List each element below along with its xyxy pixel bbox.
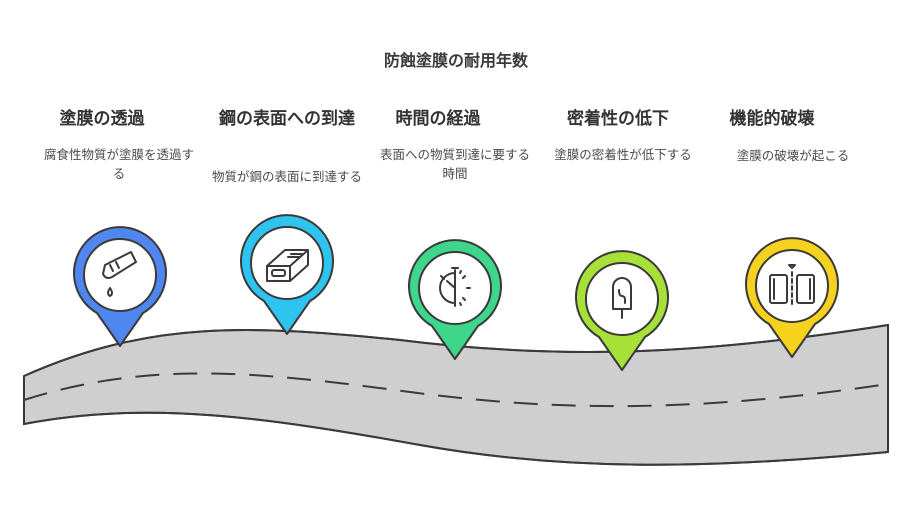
page-title: 防蝕塗膜の耐用年数 — [383, 51, 528, 70]
test-tube-drop-icon — [102, 251, 137, 297]
step-5-title: 機能的破壊 — [729, 109, 815, 129]
popsicle-icon — [612, 277, 632, 319]
step-2-title: 鋼の表面への到達 — [219, 109, 355, 129]
step-4-desc: 塗膜の密着性が低下する — [554, 147, 692, 162]
step-1-title: 塗膜の透過 — [59, 109, 145, 129]
step-3-title: 時間の経過 — [395, 109, 481, 129]
pin-3 — [408, 239, 502, 360]
pin-2 — [240, 214, 334, 335]
step-2-desc: 物質が鋼の表面に到達する — [212, 169, 363, 184]
pin-1 — [73, 226, 167, 347]
film-break-icon — [769, 264, 815, 307]
pin-4 — [575, 250, 669, 371]
step-4-title: 密着性の低下 — [567, 109, 669, 129]
road-center-line — [23, 372, 889, 408]
pin-5 — [745, 237, 839, 358]
stopwatch-icon — [439, 267, 471, 307]
step-3-desc: 表面への物質到達に要する時間 — [380, 147, 531, 181]
step-5-desc: 塗膜の破壊が起こる — [736, 148, 850, 163]
steel-bar-icon — [266, 249, 309, 282]
road — [23, 323, 889, 466]
step-1-desc: 腐食性物質が塗膜を透過する — [44, 147, 195, 181]
